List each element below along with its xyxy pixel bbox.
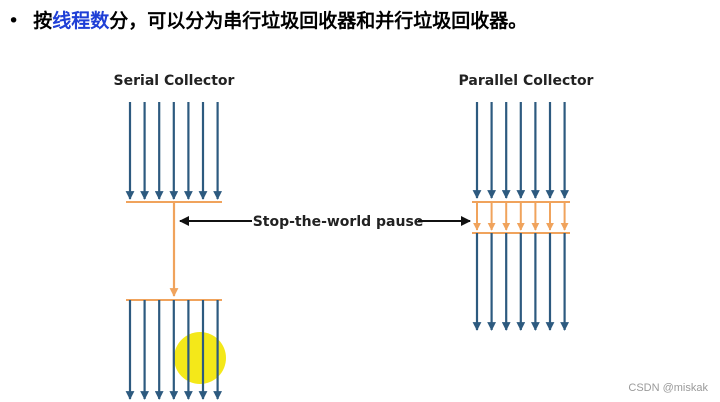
- heading-text-1: 按: [33, 10, 53, 32]
- slide-heading: • 按线程数分，可以分为串行垃圾回收器和并行垃圾回收器。: [8, 6, 527, 33]
- stop-the-world-pause-label: Stop-the-world pause: [253, 214, 424, 230]
- serial-collector-title: Serial Collector: [114, 73, 235, 89]
- bullet: •: [8, 10, 20, 32]
- heading-highlight: 线程数: [52, 10, 110, 32]
- heading-text-2: 分，可以分为串行垃圾回收器和并行垃圾回收器。: [109, 10, 528, 32]
- parallel-collector-diagram: [472, 102, 570, 331]
- parallel-collector-title: Parallel Collector: [459, 73, 594, 89]
- watermark: CSDN @miskak: [628, 382, 708, 394]
- serial-collector-diagram: [125, 102, 223, 400]
